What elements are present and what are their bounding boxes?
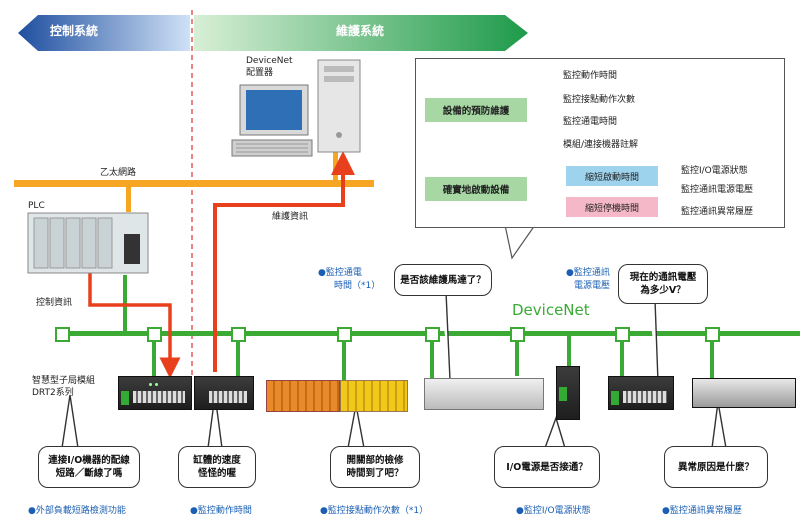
io-module (608, 376, 674, 410)
reduce-downtime-box: 縮短停機時間 (566, 197, 658, 217)
io-power-bubble: I/O電源是否接通？ (494, 446, 600, 488)
monitor-comm-power-label-2: 電源電壓 (574, 281, 611, 291)
feature-label-1: ●外部負載短路檢測功能 (28, 506, 126, 516)
panel-right-item-2: 監控通訊電源電壓 (681, 185, 754, 195)
plc-label: PLC (28, 201, 45, 211)
monitor-comm-power-label-1: ●監控通訊 (566, 268, 610, 278)
preventive-maintenance-box: 設備的預防維護 (425, 98, 527, 122)
switch-maintenance-bubble: 開關部的檢修 時間到了吧？ (330, 446, 420, 488)
bus-node (615, 327, 630, 342)
panel-item-3: 監控通電時間 (563, 117, 618, 127)
bus-node (705, 327, 720, 342)
configurator-label-1: DeviceNet (246, 56, 293, 66)
monitor-power-on-label-2: 時間（*1） (334, 281, 381, 291)
bus-node (425, 327, 440, 342)
drt2-label-2: DRT2系列 (32, 388, 74, 398)
motor-maintenance-bubble: 是否該維護馬達了？ (394, 264, 492, 296)
relay-terminal-orange (266, 380, 340, 412)
drt2-module (194, 376, 254, 410)
feature-label-3: ●監控接點動作次數（*1） (320, 506, 429, 516)
quick-start-box: 確實地啟動設備 (425, 177, 527, 201)
feature-label-4: ●監控I/O電源狀態 (516, 506, 591, 516)
connector-io-module (692, 378, 796, 408)
bus-node (231, 327, 246, 342)
monitor-power-on-label-1: ●監控通電 (318, 268, 362, 278)
computer-icon (231, 84, 313, 157)
cylinder-speed-bubble: 缸體的速度 怪怪的喔 (178, 446, 256, 488)
panel-right-item-1: 監控I/O電源狀態 (681, 166, 748, 176)
relay-terminal-yellow (340, 380, 408, 412)
bus-node (510, 327, 525, 342)
panel-item-4: 模組/連接機器註解 (563, 140, 639, 150)
feature-label-5: ●監控通訊異常履歷 (662, 506, 742, 516)
configurator-label-2: 配置器 (246, 68, 274, 78)
maintenance-system-label: 維護系統 (336, 24, 385, 38)
panel-item-1: 監控動作時間 (563, 71, 618, 81)
control-system-label: 控制系統 (50, 24, 99, 38)
devicenet-label: DeviceNet (512, 301, 590, 319)
ethernet-label: 乙太網路 (100, 168, 137, 178)
bus-terminator-node (55, 327, 70, 342)
plc-icon (27, 212, 149, 274)
drt2-module (118, 376, 192, 410)
error-cause-bubble: 異常原因是什麼？ (664, 446, 768, 488)
reduce-startup-box: 縮短啟動時間 (566, 166, 658, 186)
maintenance-info-arrow (213, 151, 355, 372)
control-info-label: 控制資訊 (36, 298, 73, 308)
terminal-block-module (424, 378, 544, 410)
maintenance-system-arrow (194, 15, 528, 51)
ethernet-bus (14, 180, 374, 187)
server-icon (317, 59, 361, 153)
slim-io-module (556, 366, 580, 420)
feature-label-2: ●監控動作時間 (190, 506, 252, 516)
maintenance-info-label: 維護資訊 (272, 212, 309, 222)
comm-voltage-bubble: 現在的通訊電壓 為多少V？ (618, 264, 708, 304)
short-circuit-bubble: 連接I/O機器的配線 短路／斷線了嗎 (38, 446, 140, 488)
bus-node (337, 327, 352, 342)
panel-right-item-3: 監控通訊異常履歷 (681, 207, 754, 217)
control-system-arrow (18, 15, 190, 51)
bus-node (147, 327, 162, 342)
panel-item-2: 監控接點動作次數 (563, 95, 636, 105)
drt2-label-1: 智慧型子局模組 (32, 376, 96, 386)
